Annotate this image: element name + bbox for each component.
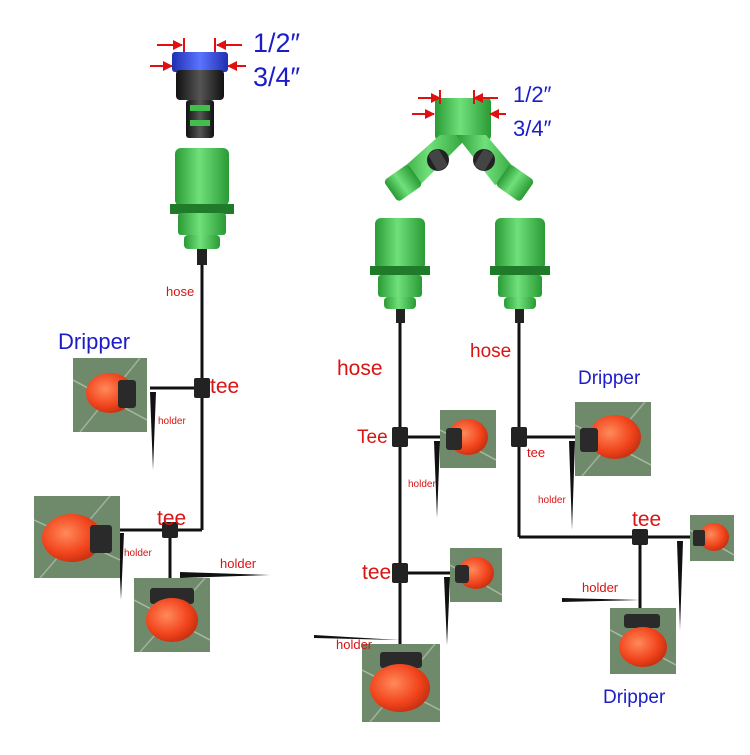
mid-tee-upper-label: Tee [357, 427, 388, 448]
right-tee-lower-label: tee [632, 508, 662, 531]
mid-tees [392, 427, 408, 583]
left-tap-adapter [172, 52, 228, 138]
left-hose-label: hose [166, 284, 195, 299]
right-dripper-photo-1 [574, 401, 652, 477]
left-dripper-photo-2 [33, 495, 121, 579]
y-splitter [384, 98, 534, 201]
right-tees [511, 427, 648, 545]
mid-tee-lower-label: tee [362, 561, 392, 584]
left-dripper-photo-3 [133, 577, 211, 653]
mid-dripper-photo-3 [361, 643, 441, 723]
left-size-label-half: 1/2″ [253, 28, 301, 58]
right-dripper-upper-label: Dripper [578, 368, 641, 389]
right-size-label-half: 1/2″ [513, 82, 552, 107]
right-dripper-photo-2 [689, 515, 735, 561]
right-size-label-three-quarter: 3/4″ [513, 116, 552, 141]
right-quick-connector [490, 218, 550, 323]
left-holder-upper-label: holder [158, 416, 186, 427]
left-dripper-label: Dripper [58, 329, 131, 354]
mid-holder-stakes [314, 441, 450, 645]
right-hose-label: hose [470, 341, 512, 362]
right-holder-upper-label: holder [538, 495, 566, 506]
mid-dripper-photo-2 [449, 548, 503, 602]
right-tee-upper-label: tee [527, 445, 546, 460]
left-size-label-three-quarter: 3/4″ [253, 62, 301, 92]
mid-hose-label: hose [337, 357, 383, 380]
left-dimension-arrows [150, 38, 246, 71]
left-tees [162, 378, 210, 538]
right-dripper-photo-3 [609, 608, 677, 674]
mid-quick-connector [370, 218, 430, 323]
right-holder-stakes [562, 441, 683, 630]
left-holder-lower-label: holder [220, 556, 257, 571]
mid-holder-lower-label: holder [336, 637, 373, 652]
left-tee-lower-label: tee [157, 507, 187, 530]
right-holder-lower-label: holder [582, 580, 619, 595]
mid-dripper-photo-1 [439, 410, 497, 468]
right-dripper-lower-label: Dripper [603, 687, 666, 708]
left-dripper-photo-1 [72, 357, 148, 433]
mid-holder-upper-label: holder [408, 479, 436, 490]
right-dimension-arrows [412, 90, 506, 119]
left-tee-upper-label: tee [210, 375, 240, 398]
left-quick-connector [170, 148, 234, 265]
left-holder-small-label: holder [124, 548, 152, 559]
